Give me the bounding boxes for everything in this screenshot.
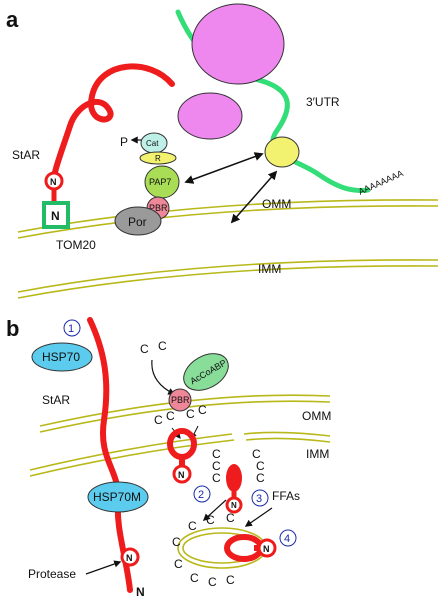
c-col-1: C [212, 447, 221, 461]
3utr-label: 3′UTR [306, 95, 340, 109]
star-molten-globule-2 [167, 428, 197, 484]
star-polypeptide-b [87, 317, 133, 593]
hsp70m-label: HSP70M [93, 490, 141, 504]
outer-mitochondrial-membrane [17, 199, 438, 239]
c-ves-4: C [172, 535, 181, 549]
polya-tail-label: AAAAAAAA [357, 168, 405, 197]
phosphate-label: P [120, 135, 128, 149]
c-col-4: C [252, 447, 261, 461]
c-pbr-1: C [154, 413, 163, 427]
tom20-label: TOM20 [56, 238, 96, 252]
outer-mitochondrial-membrane-b [39, 394, 331, 433]
c-ves-8: C [226, 573, 235, 587]
c-col-6: C [256, 471, 265, 485]
r-label: R [155, 154, 161, 163]
hsp70m-chaperone [87, 481, 149, 513]
protease-n-label: N [126, 553, 133, 563]
porin-protein [114, 206, 162, 236]
omm-label: OMM [262, 197, 291, 211]
c-ves-2: C [206, 513, 215, 527]
star-globule-4 [224, 534, 277, 562]
por-label: Por [128, 215, 147, 229]
globule-2-n-label: N [178, 470, 185, 480]
panel-a: a OMM IMM 3′UTR AAAAAAAA StAR N N TOM2 [6, 3, 438, 299]
c-pbr-3: C [186, 407, 195, 421]
ffas-label: FFAs [272, 489, 300, 503]
c-ves-1: C [188, 519, 197, 533]
c-col-3: C [212, 471, 221, 485]
interaction-arrow-pap7-rna [184, 152, 264, 184]
c-col-2: C [212, 459, 221, 473]
rna-binding-protein [264, 136, 300, 168]
star-polypeptide [50, 63, 175, 187]
step-3-number: 3 [256, 493, 262, 505]
imm-label: IMM [258, 262, 281, 276]
tom20-receptor [42, 201, 70, 229]
step-2-marker [193, 485, 211, 503]
step-1-number: 1 [68, 323, 74, 335]
pbr-receptor-b [168, 388, 192, 412]
panel-b-letter: b [6, 316, 19, 341]
step-3-marker [251, 489, 269, 507]
imm-label-b: IMM [306, 447, 329, 461]
n-terminus-circle [44, 171, 64, 191]
protease-arrow [85, 560, 122, 575]
panel-b: b OMM IMM 1 HSP70 StAR HSP70M N Proteas [6, 316, 331, 599]
c-ves-7: C [208, 575, 217, 589]
omm-label-b: OMM [302, 409, 331, 423]
ribosome-large-subunit [191, 3, 285, 85]
step-4-marker [279, 529, 297, 547]
pbr-label-a: PBR [149, 203, 168, 213]
hsp70-label: HSP70 [42, 350, 80, 364]
c-col-5: C [256, 459, 265, 473]
step-2-number: 2 [198, 489, 204, 501]
inner-mitochondrial-membrane-b [29, 431, 331, 477]
protease-cleavage-site [120, 547, 140, 567]
ribosome-small-subunit [177, 92, 243, 140]
cat-label: Cat [146, 139, 159, 148]
c-ves-5: C [174, 557, 183, 571]
globule-3-n-label: N [231, 501, 237, 510]
c-pbr-4: C [198, 403, 207, 417]
c-terminal-n-label: N [136, 585, 145, 599]
star-label-b: StAR [42, 393, 70, 407]
pka-regulatory-subunit [139, 151, 177, 165]
globule-4-n-label: N [263, 544, 270, 554]
panel-a-letter: a [6, 7, 19, 32]
arrow-to-vesicle-left [202, 499, 227, 521]
c-ves-3: C [226, 511, 235, 525]
cholesterol-c-1: C [140, 342, 149, 356]
arrow-to-vesicle-right [244, 507, 273, 527]
pap7-label: PAP7 [149, 177, 171, 187]
protease-label: Protease [28, 567, 76, 581]
tom20-n-label: N [51, 209, 60, 223]
step-1-marker [63, 319, 81, 337]
pbr-label-b: PBR [171, 395, 190, 405]
star-globule-3 [225, 464, 243, 514]
interaction-arrow-membrane-rna [230, 170, 278, 224]
accoabp-protein [183, 353, 229, 391]
cholesterol-c-2: C [158, 339, 167, 353]
inner-mitochondrial-membrane [17, 259, 438, 299]
step-4-number: 4 [284, 533, 290, 545]
hsp70-chaperone [31, 342, 93, 372]
c-pbr-2: C [166, 409, 175, 423]
star-label-a: StAR [12, 148, 40, 162]
cholesterol-arrow-to-pbr [151, 359, 176, 395]
contact-vesicle [177, 527, 267, 569]
c-ves-6: C [190, 571, 199, 585]
n-terminus-label: N [50, 177, 57, 187]
